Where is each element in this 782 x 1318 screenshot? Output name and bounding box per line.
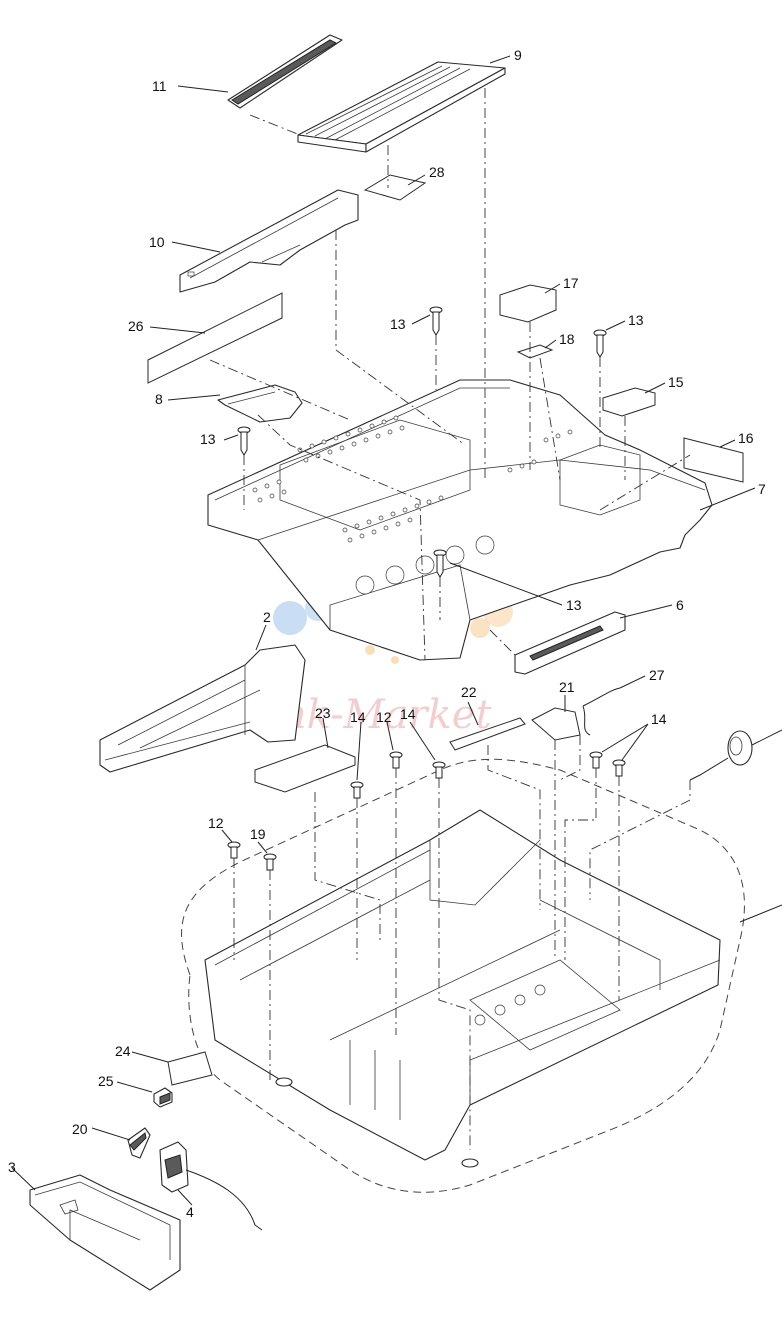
part-10: [179, 189, 359, 293]
callout-13-c: 13: [200, 431, 216, 447]
callout-6: 6: [676, 597, 684, 613]
callout-21: 21: [559, 679, 575, 695]
part-17: [499, 284, 557, 323]
callout-23: 23: [315, 705, 331, 721]
callout-7: 7: [758, 481, 766, 497]
perforation-pattern: [252, 415, 573, 543]
callout-11: 11: [152, 78, 167, 94]
screw-13-d: [433, 549, 447, 578]
screw-14-a: [350, 781, 364, 799]
callout-13-b: 13: [628, 312, 644, 328]
part-11: [227, 34, 343, 109]
callout-15: 15: [668, 374, 684, 390]
screw-12-b: [227, 841, 241, 859]
callout-10: 10: [149, 234, 165, 250]
part-28: [363, 174, 427, 201]
callout-2: 2: [263, 609, 271, 625]
part-26: [147, 292, 283, 384]
callout-20: 20: [72, 1121, 88, 1137]
part-7: [207, 379, 713, 661]
screw-12-a: [389, 751, 403, 769]
part-15: [602, 387, 656, 417]
callout-8: 8: [155, 391, 163, 407]
screw-14-d: [612, 759, 626, 777]
part-4: [159, 1141, 263, 1231]
callout-28: 28: [429, 164, 445, 180]
screw-19: [263, 853, 277, 871]
part-24: [167, 1051, 213, 1086]
callout-17: 17: [563, 275, 579, 291]
callout-19: 19: [250, 826, 266, 842]
assembly-lines: [209, 88, 691, 1150]
part-round-spool: [689, 730, 753, 781]
screw-13-b: [593, 329, 607, 358]
callout-labels: 11 9 28 10 17 26 13 13 18 8 15 13 16 7 1…: [8, 47, 766, 1220]
part-8: [217, 384, 303, 423]
callout-16: 16: [738, 430, 754, 446]
part-27: [582, 687, 621, 736]
callout-13-a: 13: [390, 316, 406, 332]
part-25: [153, 1087, 173, 1108]
screw-13-a: [429, 306, 443, 336]
callout-3: 3: [8, 1159, 16, 1175]
screw-13-c: [237, 426, 251, 456]
callout-14-c: 14: [651, 711, 667, 727]
callout-18: 18: [559, 331, 575, 347]
callout-12-a: 12: [376, 709, 392, 725]
part-20: [127, 1127, 151, 1159]
screw-14-c: [589, 751, 603, 769]
callout-4: 4: [186, 1204, 194, 1220]
callout-22: 22: [461, 684, 477, 700]
watermark-text: Ink-Market: [264, 692, 492, 738]
callout-26: 26: [128, 318, 144, 334]
callout-14-a: 14: [350, 709, 366, 725]
callout-24: 24: [115, 1043, 131, 1059]
leader-lines: [11, 55, 782, 1206]
part-2: [99, 644, 306, 773]
screw-14-b: [432, 761, 446, 779]
callout-12-b: 12: [208, 815, 224, 831]
callout-27: 27: [649, 667, 665, 683]
part-9: [297, 61, 506, 153]
part-18: [516, 344, 554, 359]
part-21: [531, 707, 581, 741]
part-16: [683, 437, 744, 483]
callout-13-d: 13: [566, 597, 582, 613]
part-22: [449, 717, 526, 751]
callout-14-b: 14: [400, 706, 416, 722]
part-3: [29, 1174, 181, 1291]
part-6: [514, 611, 626, 675]
part-23: [254, 744, 356, 793]
bottom-chassis: [181, 758, 745, 1193]
callout-25: 25: [98, 1073, 114, 1089]
callout-9: 9: [514, 47, 522, 63]
